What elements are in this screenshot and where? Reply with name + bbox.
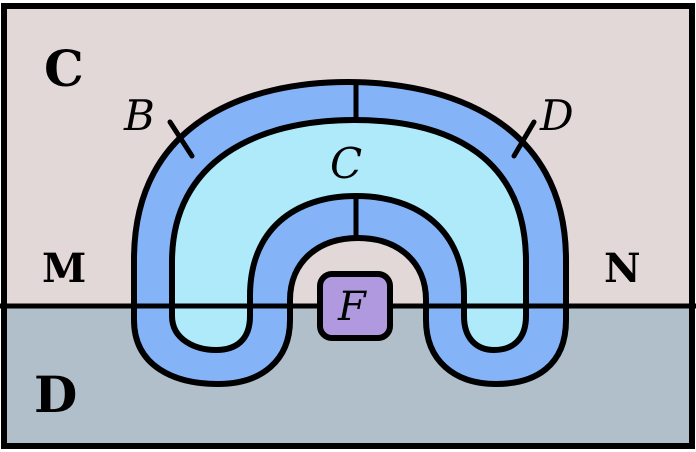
tick-left [167,119,195,159]
outer-left-label: B [123,91,155,140]
morphism-label: F [337,284,367,330]
boundary-left-label: M [42,245,86,292]
frame [1,3,695,449]
region-lower-label: D [34,365,77,424]
morphism-box [317,271,393,341]
middle-band [169,117,529,353]
outer-right-label: D [539,91,574,140]
region-upper-label: C [44,39,84,98]
middle-band-label: C [330,139,362,188]
tick-right [511,119,537,159]
boundary-right-label: N [604,245,641,292]
